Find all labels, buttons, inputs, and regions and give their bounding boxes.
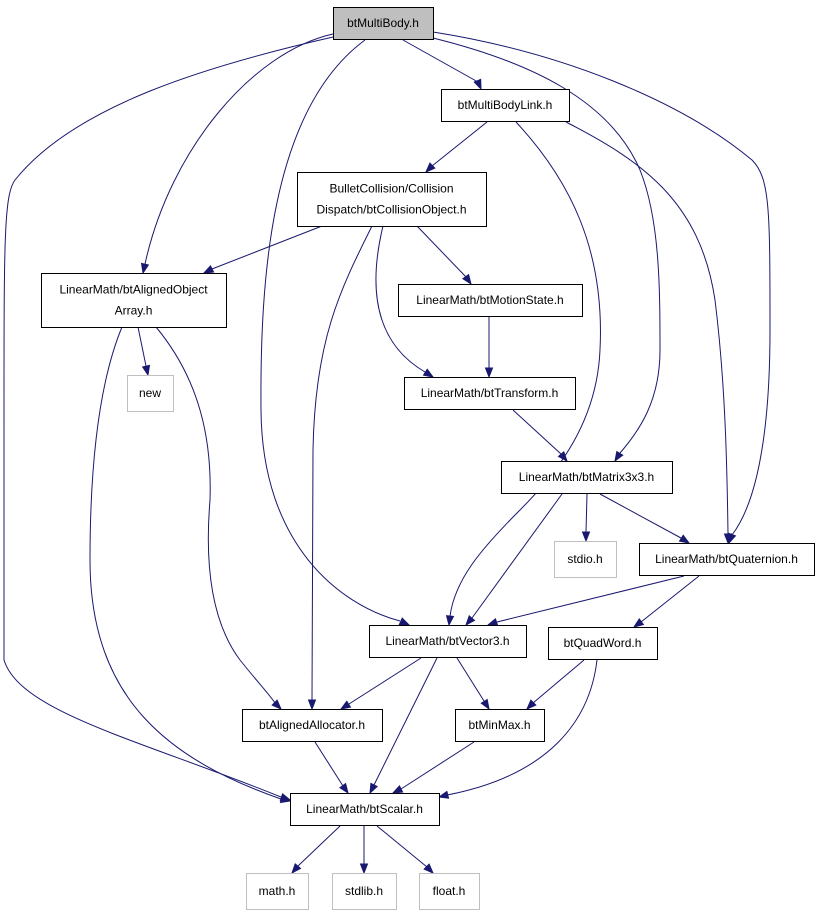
edge-bt-motion-state-to-bt-transform	[484, 316, 494, 379]
edge-bt-quad-word-to-bt-scalar	[437, 659, 598, 799]
edge-bt-transform-to-bt-matrix3x3	[512, 409, 568, 463]
node-label-bt-collision-object-line-1: BulletCollision/Collision	[329, 182, 453, 196]
node-bt-transform[interactable]: LinearMath/btTransform.h	[404, 377, 576, 410]
node-label-float: float.h	[433, 884, 466, 898]
node-bt-scalar[interactable]: LinearMath/btScalar.h	[290, 793, 440, 826]
node-label-new: new	[139, 386, 161, 400]
node-label-bt-multi-body: btMultiBody.h	[347, 16, 419, 30]
node-label-bt-multi-body-link: btMultiBodyLink.h	[458, 98, 553, 112]
edge-bt-vector3-to-bt-aligned-allocator	[339, 657, 422, 710]
node-label-bt-scalar: LinearMath/btScalar.h	[306, 802, 423, 816]
edge-bt-scalar-to-float	[376, 825, 434, 874]
node-label-bt-quaternion: LinearMath/btQuaternion.h	[655, 552, 798, 566]
nodes-layer: btMultiBody.h btMultiBodyLink.hBulletColl…	[41, 7, 815, 910]
edge-bt-multi-body-link-to-bt-quaternion	[565, 121, 733, 545]
node-label-bt-collision-object-line-2: Dispatch/btCollisionObject.h	[316, 203, 466, 217]
edge-bt-multi-body-to-bt-aligned-object-array	[140, 33, 334, 275]
edge-bt-collision-object-to-bt-aligned-object-array	[202, 225, 323, 274]
node-label-bt-transform: LinearMath/btTransform.h	[421, 386, 559, 400]
node-bt-multi-body-link[interactable]: btMultiBodyLink.h	[441, 89, 570, 122]
node-stdio: stdio.h	[554, 541, 617, 578]
node-label-math: math.h	[259, 884, 296, 898]
edge-bt-collision-object-to-bt-transform	[375, 225, 435, 378]
edge-bt-quaternion-to-bt-vector3	[486, 575, 685, 627]
node-label-bt-vector3: LinearMath/btVector3.h	[385, 634, 509, 648]
node-label-stdlib: stdlib.h	[345, 884, 383, 898]
edge-bt-scalar-to-math	[291, 825, 341, 875]
edge-bt-multi-body-to-bt-multi-body-link	[402, 39, 482, 91]
edge-bt-vector3-to-bt-min-max	[456, 657, 490, 711]
edge-bt-aligned-object-array-to-new	[137, 326, 151, 377]
node-label-bt-quad-word: btQuadWord.h	[564, 636, 642, 650]
edge-bt-collision-object-to-bt-motion-state	[416, 225, 472, 286]
node-bt-quaternion[interactable]: LinearMath/btQuaternion.h	[639, 543, 815, 576]
edge-bt-multi-body-to-bt-scalar	[3, 36, 334, 802]
node-bt-min-max[interactable]: btMinMax.h	[455, 709, 545, 742]
edge-bt-collision-object-to-bt-aligned-allocator	[307, 225, 373, 711]
edge-bt-multi-body-link-to-bt-collision-object	[425, 121, 488, 173]
node-stdlib: stdlib.h	[332, 873, 397, 910]
edge-bt-multi-body-to-bt-matrix3x3	[432, 37, 661, 463]
node-bt-aligned-allocator[interactable]: btAlignedAllocator.h	[242, 709, 383, 742]
edge-bt-multi-body-to-bt-vector3	[260, 39, 411, 626]
node-label-bt-aligned-allocator: btAlignedAllocator.h	[259, 718, 365, 732]
edge-bt-quaternion-to-bt-quad-word	[632, 575, 700, 628]
node-label-bt-aligned-object-array-line-1: LinearMath/btAlignedObject	[59, 283, 208, 297]
edge-bt-aligned-object-array-to-bt-aligned-allocator	[155, 326, 282, 710]
node-bt-matrix3x3[interactable]: LinearMath/btMatrix3x3.h	[501, 461, 673, 494]
edge-bt-aligned-allocator-to-bt-scalar	[314, 741, 349, 795]
edge-bt-matrix3x3-to-bt-vector3	[465, 493, 563, 627]
node-label-stdio: stdio.h	[567, 552, 602, 566]
edge-bt-multi-body-link-to-bt-vector3	[445, 121, 601, 627]
node-label-bt-motion-state: LinearMath/btMotionState.h	[416, 293, 563, 307]
edge-bt-aligned-object-array-to-bt-scalar	[89, 326, 292, 804]
node-label-bt-matrix3x3: LinearMath/btMatrix3x3.h	[519, 470, 654, 484]
edge-bt-quad-word-to-bt-min-max	[526, 659, 585, 710]
node-bt-motion-state[interactable]: LinearMath/btMotionState.h	[398, 284, 583, 317]
node-bt-quad-word[interactable]: btQuadWord.h	[548, 627, 658, 660]
node-math: math.h	[246, 873, 309, 910]
node-new: new	[127, 375, 174, 412]
node-bt-multi-body[interactable]: btMultiBody.h	[333, 7, 434, 40]
edges-layer	[3, 31, 771, 875]
edge-bt-matrix3x3-to-bt-quaternion	[599, 493, 691, 544]
node-bt-vector3[interactable]: LinearMath/btVector3.h	[369, 625, 527, 658]
edge-bt-vector3-to-bt-scalar	[369, 657, 438, 795]
node-bt-collision-object[interactable]: BulletCollision/CollisionDispatch/btColl…	[297, 172, 487, 227]
edge-bt-min-max-to-bt-scalar	[391, 741, 475, 794]
node-float: float.h	[419, 873, 480, 910]
node-label-bt-aligned-object-array-line-2: Array.h	[115, 304, 153, 318]
edge-bt-scalar-to-stdlib	[359, 826, 369, 875]
node-label-bt-min-max: btMinMax.h	[468, 718, 530, 732]
edge-bt-matrix3x3-to-stdio	[581, 493, 591, 543]
